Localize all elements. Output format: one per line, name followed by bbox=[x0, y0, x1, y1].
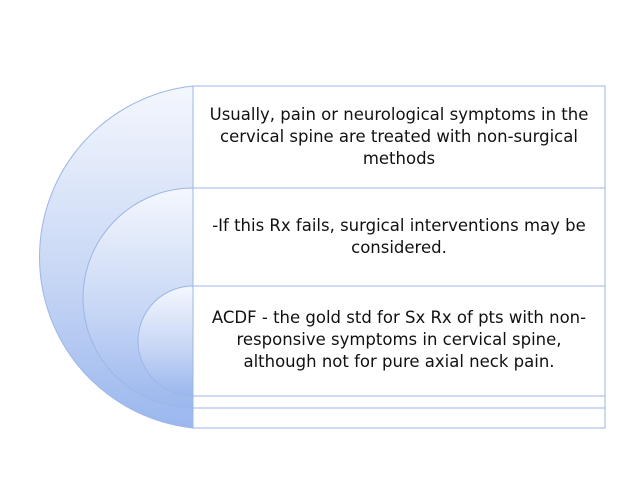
diagram-item-1: Usually, pain or neurological symptoms i… bbox=[193, 86, 605, 188]
diagram-item-3-text: ACDF - the gold std for Sx Rx of pts wit… bbox=[211, 308, 587, 371]
inner-arc bbox=[137, 285, 194, 397]
diagram-item-3: ACDF - the gold std for Sx Rx of pts wit… bbox=[193, 286, 605, 394]
diagram-item-2-text: -If this Rx fails, surgical intervention… bbox=[212, 216, 586, 257]
diagram-item-1-text: Usually, pain or neurological symptoms i… bbox=[209, 105, 589, 168]
diagram-item-2: -If this Rx fails, surgical intervention… bbox=[193, 188, 605, 286]
